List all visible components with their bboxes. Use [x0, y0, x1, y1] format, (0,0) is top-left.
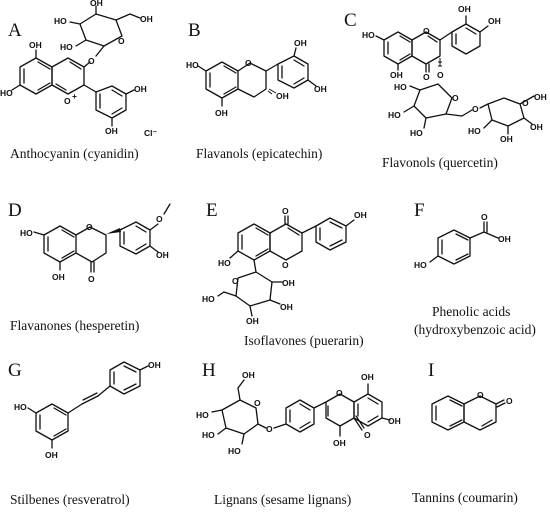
panel-c: C O O HO OH OH OH O O HO — [344, 4, 547, 170]
panel-e-sugar-oh-2: OH — [282, 278, 295, 288]
panel-e: E O O HO OH O OH OH OH HO Is — [202, 200, 367, 348]
panel-c-linking-oxygen: O — [472, 104, 479, 114]
panel-c-carbonyl-oxygen: O — [423, 72, 430, 82]
panel-c-sugar1-ho-2: HO — [394, 82, 407, 92]
panel-a-ho-7: HO — [0, 88, 13, 98]
panel-h-oh-5: OH — [388, 416, 401, 426]
panel-d-ho-7: HO — [20, 228, 33, 238]
panel-f-carbonyl-oxygen: O — [481, 212, 488, 222]
panel-h-letter: H — [202, 360, 216, 381]
panel-a-oh-5: OH — [29, 40, 42, 50]
panel-h-sugar-oh-6: OH — [242, 370, 255, 380]
panel-c-sugar2-oh-4: OH — [530, 122, 543, 132]
panel-e-oh-4prime: OH — [354, 210, 367, 220]
panel-b-letter: B — [188, 20, 201, 41]
panel-a-oh-3prime: OH — [105, 126, 118, 136]
panel-h-sugar-ho-3: HO — [202, 430, 215, 440]
panel-d-caption: Flavanones (hesperetin) — [10, 318, 139, 333]
panel-h-sugar-ring-oxygen: O — [254, 398, 261, 408]
panel-g-caption: Stilbenes (resveratrol) — [10, 492, 130, 507]
panel-a-ring-oxygen: O — [64, 96, 71, 106]
panel-a: A OH HO O + O O HO HO OH OH — [0, 0, 158, 161]
panel-b-oh-5: OH — [215, 108, 228, 118]
panel-c-letter: C — [344, 10, 357, 31]
panel-g: G HO OH OH Stilbenes (resveratrol) — [8, 360, 161, 507]
panel-h-sugar-ho-2: HO — [228, 446, 241, 456]
panel-b: B O HO OH OH OH OH Flavanols (epicatechi… — [186, 20, 327, 161]
panel-c-sugar2-oh-3: OH — [500, 134, 513, 144]
panel-c-glycosidic-oxygen: O — [437, 70, 444, 80]
panel-h-oh-7: OH — [361, 372, 374, 382]
panel-d-carbonyl-oxygen: O — [88, 274, 95, 284]
panel-c-caption: Flavonols (quercetin) — [382, 155, 498, 170]
panel-c-sugar1-ho-4: HO — [410, 128, 423, 138]
panel-b-ho-7: HO — [186, 60, 199, 70]
panel-e-sugar-oh-3: OH — [280, 302, 293, 312]
panel-h-carbonyl-oxygen: O — [364, 430, 371, 440]
panel-a-oh-4prime: OH — [134, 84, 147, 94]
panel-c-sugar1-ho-3: HO — [388, 110, 401, 120]
panel-b-ring-oxygen: O — [245, 58, 252, 68]
panel-e-carbonyl-oxygen: O — [282, 206, 289, 216]
panel-h: H O OH HO HO HO O O O O — [196, 360, 401, 507]
panel-b-oh-4prime: OH — [314, 84, 327, 94]
panel-a-chloride: Cl⁻ — [144, 128, 158, 138]
panel-e-sugar-ring-oxygen: O — [232, 276, 239, 286]
panel-c-sugar2-oh-6: OH — [534, 92, 547, 102]
panel-e-ring-oxygen: O — [282, 260, 289, 270]
panel-d-oh-3prime: OH — [156, 250, 169, 260]
panel-b-oh-3prime: OH — [294, 38, 307, 48]
panel-e-caption: Isoflavones (puerarin) — [244, 333, 364, 348]
panel-a-sugar-ring-oxygen: O — [118, 36, 125, 46]
panel-g-ho-3: HO — [14, 402, 27, 412]
panel-d-oh-5: OH — [52, 272, 65, 282]
panel-i-ring-oxygen: O — [477, 390, 484, 400]
panel-e-sugar-ho-6: HO — [202, 294, 215, 304]
panel-a-letter: A — [8, 20, 22, 41]
panel-h-sugar-ho-4: HO — [196, 410, 209, 420]
panel-a-sugar-ho-2: HO — [60, 42, 73, 52]
panel-a-glycosidic-oxygen: O — [88, 56, 95, 66]
panel-c-oh-3prime: OH — [458, 4, 471, 14]
panel-d-letter: D — [8, 200, 22, 221]
panel-i: I O O Tannins (coumarin) — [412, 360, 518, 505]
panel-e-letter: E — [206, 200, 218, 221]
panel-i-carbonyl-oxygen: O — [506, 396, 513, 406]
panel-c-sugar1-ring-oxygen: O — [452, 93, 459, 103]
panel-g-oh-5: OH — [45, 450, 58, 460]
panel-f-acid-oh: OH — [498, 234, 511, 244]
panel-e-ho-7: HO — [218, 258, 231, 268]
panel-c-ho-7: HO — [362, 30, 375, 40]
panel-f-ho-4: HO — [414, 260, 427, 270]
panel-h-ring-oxygen: O — [336, 388, 343, 398]
panel-a-oxonium-charge: + — [72, 91, 77, 101]
panel-e-sugar-oh-4: OH — [246, 316, 259, 326]
panel-d-methoxy-oxygen: O — [156, 214, 163, 224]
panel-b-oh-3: OH — [276, 91, 289, 101]
panel-a-sugar-oh-6: OH — [140, 14, 153, 24]
panel-d: D O O HO OH O OH Flavanones (hesperetin) — [8, 200, 171, 333]
panel-h-caption: Lignans (sesame lignans) — [214, 492, 351, 507]
panel-c-ring-oxygen: O — [423, 26, 430, 36]
panel-g-oh-4prime: OH — [148, 360, 161, 370]
panel-i-caption: Tannins (coumarin) — [412, 490, 518, 505]
panel-c-oh-5: OH — [390, 70, 403, 80]
panel-f: F O OH HO Phenolic acids (hydroxybenzoic… — [414, 200, 536, 337]
panel-d-ring-oxygen: O — [86, 222, 93, 232]
panel-b-caption: Flavanols (epicatechin) — [196, 146, 322, 161]
panel-c-sugar2-ring-oxygen: O — [522, 98, 529, 108]
panel-f-letter: F — [414, 200, 425, 221]
panel-i-letter: I — [428, 360, 434, 381]
panel-f-caption-line-2: (hydroxybenzoic acid) — [414, 322, 536, 337]
panel-c-sugar2-ho-2: HO — [468, 126, 481, 136]
panel-h-oh-3: OH — [333, 438, 346, 448]
panel-a-sugar-oh-4: OH — [90, 0, 103, 8]
panel-f-caption-line-1: Phenolic acids — [432, 304, 510, 319]
panel-a-sugar-ho-3: HO — [54, 16, 67, 26]
panel-h-glycosidic-oxygen: O — [266, 424, 273, 434]
panel-c-oh-4prime: OH — [488, 16, 501, 26]
panel-a-caption: Anthocyanin (cyanidin) — [10, 146, 139, 161]
panel-g-letter: G — [8, 360, 22, 381]
